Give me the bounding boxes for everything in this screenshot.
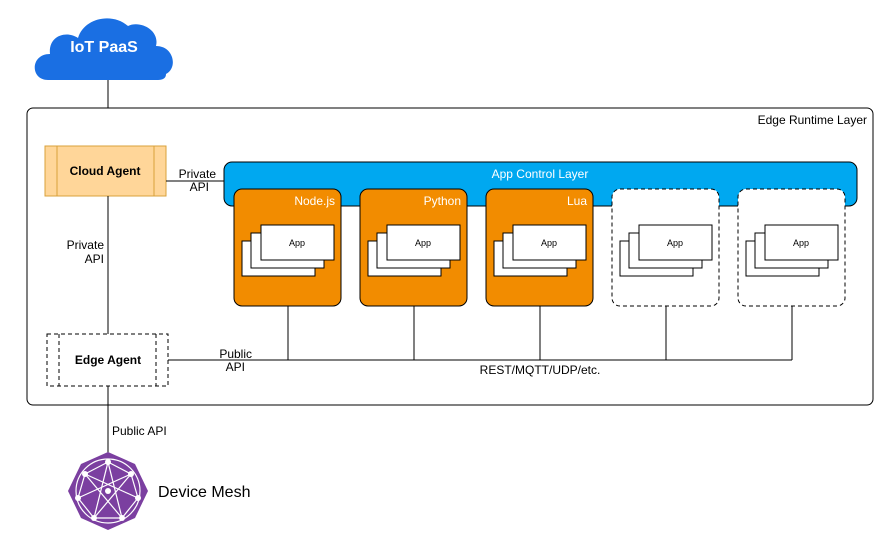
app-card (260, 224, 335, 261)
app-card-label: App (541, 238, 557, 248)
runtime-label: Lua (567, 194, 587, 208)
bus-label: REST/MQTT/UDP/etc. (480, 363, 601, 377)
runtime-box: App (611, 188, 720, 360)
app-card (638, 224, 713, 261)
public-api-right-line1: Public (219, 347, 252, 361)
app-card (512, 224, 587, 261)
device-mesh-icon (68, 452, 148, 530)
cloud-shape (34, 18, 173, 80)
public-api-right-line2: API (226, 360, 245, 374)
cloud-agent-label: Cloud Agent (70, 164, 141, 178)
private-api-down-line1: Private (67, 238, 105, 252)
app-card (764, 224, 839, 261)
app-card-label: App (289, 238, 305, 248)
private-api-right-line2: API (190, 180, 209, 194)
runtime-label: Node.js (294, 194, 335, 208)
edge-agent-label: Edge Agent (75, 353, 141, 367)
device-mesh-label: Device Mesh (158, 484, 250, 501)
runtime-label: Python (424, 194, 461, 208)
app-control-label: App Control Layer (492, 167, 589, 181)
iot-paas-cloud: IoT PaaS (34, 18, 173, 80)
app-card-label: App (415, 238, 431, 248)
cloud-label: IoT PaaS (70, 39, 138, 56)
app-card-label: App (667, 238, 683, 248)
private-api-down-line2: API (85, 252, 104, 266)
runtime-box: App (737, 188, 846, 360)
edge-runtime-label: Edge Runtime Layer (758, 113, 867, 127)
edge-agent: Edge Agent (46, 333, 169, 387)
cloud-agent: Cloud Agent (44, 145, 167, 197)
public-api-bottom-label: Public API (112, 424, 167, 438)
app-card-label: App (793, 238, 809, 248)
app-card (386, 224, 461, 261)
private-api-right-line1: Private (179, 167, 217, 181)
